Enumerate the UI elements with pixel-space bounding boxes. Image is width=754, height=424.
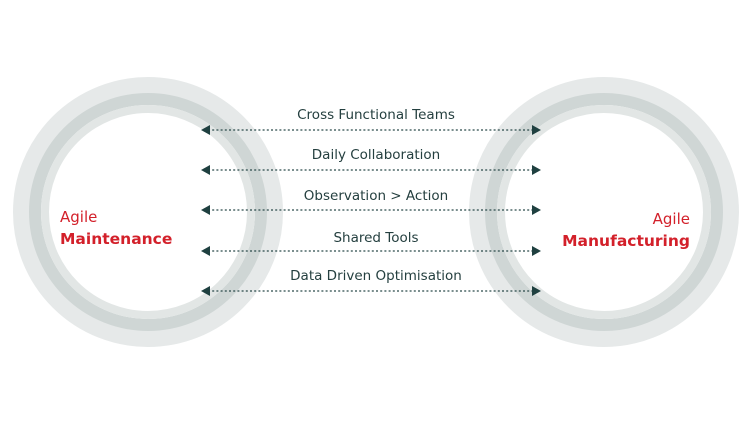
- arrow-right-icon: [532, 165, 541, 175]
- connection-label: Shared Tools: [333, 230, 418, 246]
- connection-label: Data Driven Optimisation: [290, 268, 462, 284]
- arrow-right-icon: [532, 246, 541, 256]
- arrow-left-icon: [201, 165, 210, 175]
- left-node-line1: Agile: [60, 208, 97, 226]
- arrow-left-icon: [201, 125, 210, 135]
- left-node-line2: Maintenance: [60, 230, 172, 248]
- connection-daily-collaboration: Daily Collaboration: [201, 147, 541, 175]
- arrow-left-icon: [201, 286, 210, 296]
- connection-shared-tools: Shared Tools: [201, 230, 541, 256]
- arrow-right-icon: [532, 205, 541, 215]
- connection-data-driven-optimisation: Data Driven Optimisation: [201, 268, 541, 296]
- connection-label: Observation > Action: [304, 188, 448, 204]
- arrow-left-icon: [201, 205, 210, 215]
- arrow-right-icon: [532, 286, 541, 296]
- arrow-left-icon: [201, 246, 210, 256]
- connection-observation-action: Observation > Action: [201, 188, 541, 215]
- right-node-line2: Manufacturing: [562, 232, 690, 250]
- connection-label: Daily Collaboration: [312, 147, 440, 163]
- right-node-line1: Agile: [653, 210, 690, 228]
- left-ring: [13, 77, 283, 347]
- connection-label: Cross Functional Teams: [297, 107, 455, 123]
- connection-cross-functional-teams: Cross Functional Teams: [201, 107, 541, 135]
- right-ring: [469, 77, 739, 347]
- arrow-right-icon: [532, 125, 541, 135]
